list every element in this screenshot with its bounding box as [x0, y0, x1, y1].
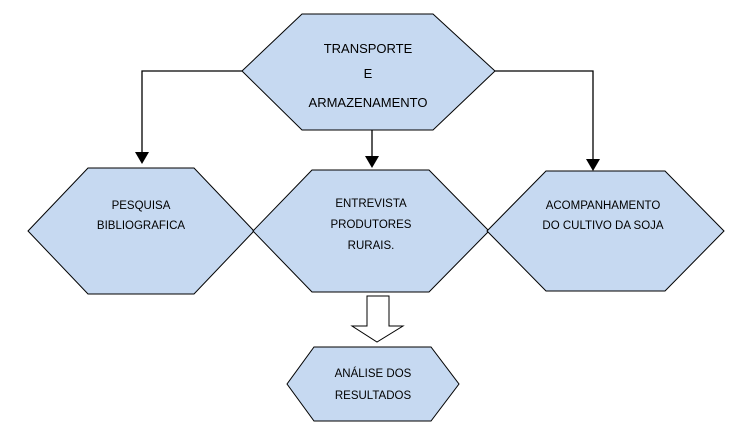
left-node-line-1: PESQUISA — [112, 200, 171, 212]
center-node: ENTREVISTA PRODUTORES RURAIS. — [252, 169, 490, 293]
right-node-line-2: DO CULTIVO DA SOJA — [542, 220, 664, 232]
connector-to-right — [495, 70, 594, 160]
top-node-line-1: TRANSPORTE — [324, 41, 413, 56]
right-node: ACOMPANHAMENTO DO CULTIVO DA SOJA — [486, 170, 725, 292]
top-node-line-3: ARMAZENAMENTO — [309, 95, 428, 110]
connector-to-left — [141, 70, 242, 153]
arrowhead-center — [365, 156, 379, 168]
center-node-line-2: PRODUTORES — [331, 219, 412, 231]
left-node: PESQUISA BIBLIOGRAFICA — [27, 167, 255, 295]
connectors — [135, 70, 600, 171]
right-node-line-1: ACOMPANHAMENTO — [546, 200, 661, 212]
right-node-shape — [486, 170, 725, 292]
result-node: ANÁLISE DOS RESULTADOS — [286, 346, 460, 422]
top-node-line-2: E — [364, 66, 373, 81]
arrowhead-right — [586, 159, 600, 171]
top-node-shape — [241, 13, 496, 131]
center-node-shape — [252, 169, 490, 293]
center-node-line-3: RURAIS. — [348, 240, 395, 252]
top-node: TRANSPORTE E ARMAZENAMENTO — [241, 13, 496, 131]
result-node-shape — [286, 346, 460, 422]
block-arrow-down — [350, 295, 405, 343]
arrowhead-left — [135, 152, 149, 164]
result-node-line-1: ANÁLISE DOS — [335, 367, 412, 380]
center-node-line-1: ENTREVISTA — [335, 198, 407, 210]
result-node-line-2: RESULTADOS — [335, 390, 412, 402]
left-node-line-2: BIBLIOGRAFICA — [97, 220, 186, 232]
